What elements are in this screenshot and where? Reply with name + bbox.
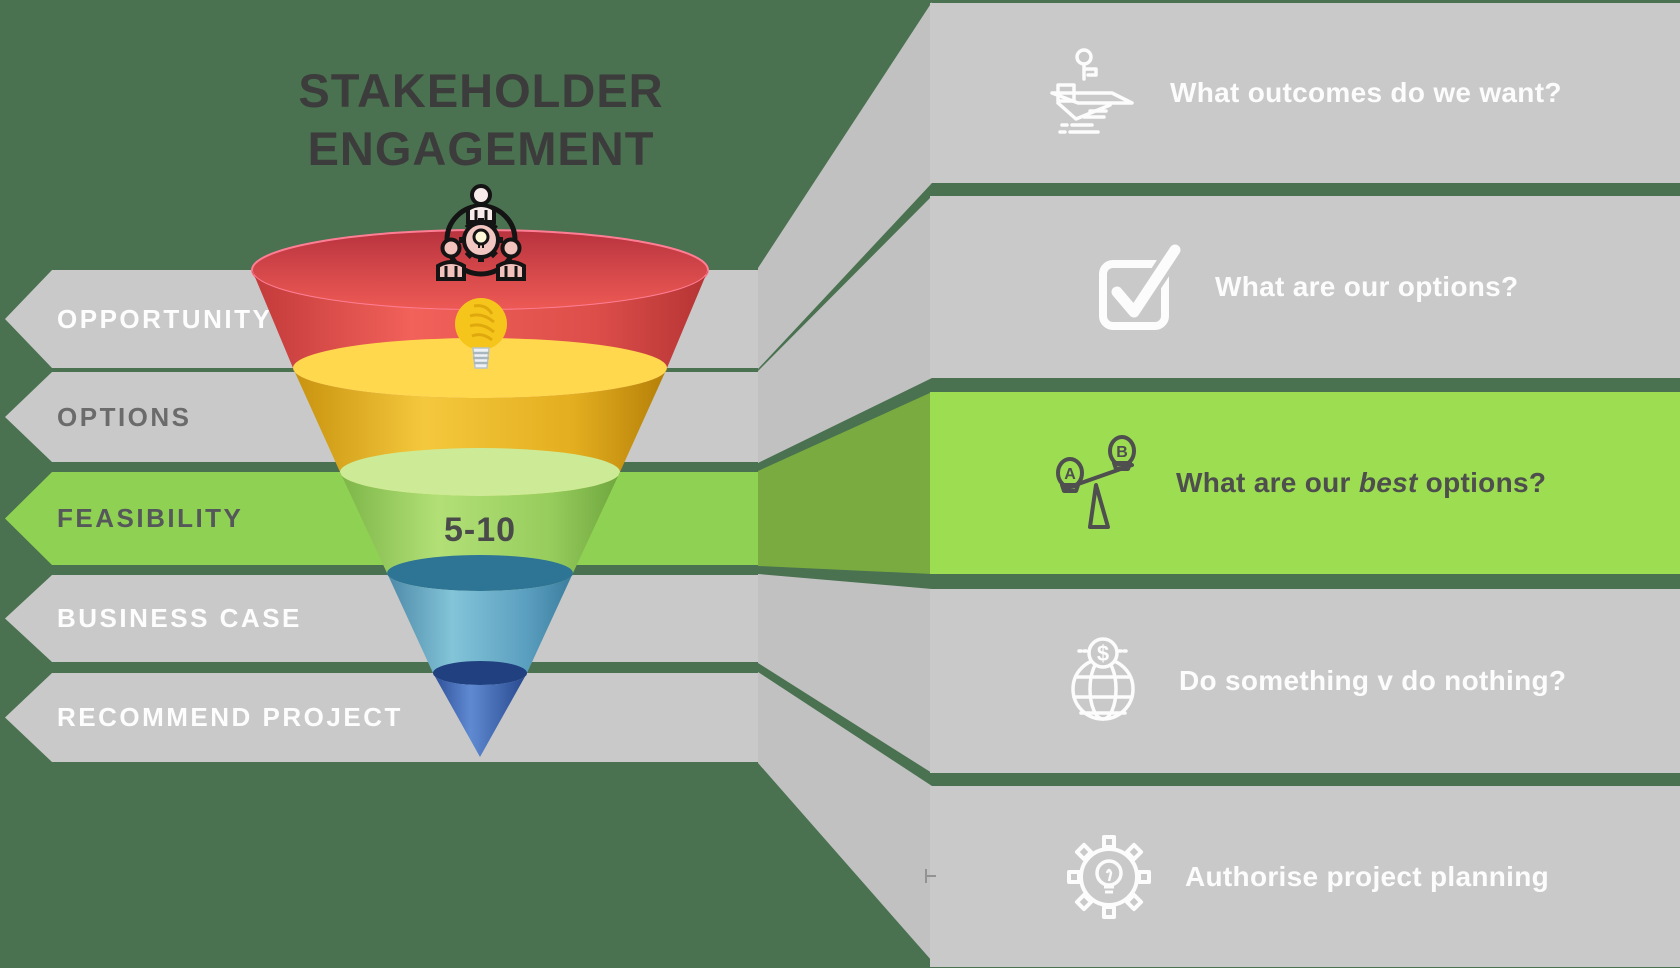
connector-opportunity (758, 2, 932, 369)
question-text-options: What are our options? (1215, 271, 1519, 302)
balance-scale-icon: A B (1056, 435, 1136, 529)
gear-bulb-icon (1067, 834, 1151, 919)
stage-label-options: OPTIONS (57, 401, 192, 432)
funnel-quantity-label: 5-10 (443, 511, 517, 549)
stage-band-feasibility: FEASIBILITY (5, 472, 758, 565)
question-panel-options: What are our options? (930, 196, 1680, 378)
question-text-suffix: options? (1417, 467, 1547, 498)
question-text-authorise: Authorise project planning (1185, 860, 1550, 892)
stage-label-business-case: BUSINESS CASE (57, 603, 302, 633)
connector-feasibility (758, 392, 932, 574)
vision-plane-icon (1050, 48, 1134, 134)
connector-recommend-project (758, 672, 932, 961)
question-panel-best-options: A B What are our best options? (930, 392, 1680, 574)
page-title: STAKEHOLDER ENGAGEMENT (200, 62, 762, 178)
globe-dollar-icon: $ (1071, 637, 1135, 721)
svg-text:A: A (1064, 466, 1076, 483)
question-text-emphasis: best (1358, 467, 1418, 498)
stage-label-opportunity: OPPORTUNITY (57, 303, 273, 334)
stage-band-opportunity: OPPORTUNITY (5, 270, 758, 368)
connector-options (758, 196, 932, 463)
question-text-do-something: Do something v do nothing? (1179, 665, 1567, 696)
stage-band-options: OPTIONS (5, 372, 758, 462)
stage-band-business-case: BUSINESS CASE (5, 575, 758, 662)
lightbulb-icon (455, 298, 507, 369)
page-title-line1: STAKEHOLDER (298, 64, 664, 117)
question-panel-outcomes: What outcomes do we want? (930, 3, 1680, 183)
svg-text:B: B (1116, 444, 1128, 461)
svg-text:$: $ (1097, 641, 1109, 666)
page-title-line2: ENGAGEMENT (307, 122, 655, 175)
question-panel-authorise: Authorise project planning (930, 786, 1680, 967)
cursor-artifact (925, 869, 937, 883)
connector-business-case (758, 574, 932, 773)
question-text-best-options: What are our best options? (1176, 467, 1546, 499)
question-text-outcomes: What outcomes do we want? (1170, 77, 1562, 108)
checkbox-icon (1099, 242, 1185, 330)
teamwork-gear-icon (436, 184, 526, 281)
stage-band-recommend-project: RECOMMEND PROJECT (5, 673, 758, 762)
stage-label-feasibility: FEASIBILITY (57, 503, 244, 533)
stage-label-recommend-project: RECOMMEND PROJECT (57, 702, 403, 732)
question-panel-do-something: $ Do something v do nothing? (930, 589, 1680, 773)
question-text-prefix: What are our (1176, 467, 1359, 498)
